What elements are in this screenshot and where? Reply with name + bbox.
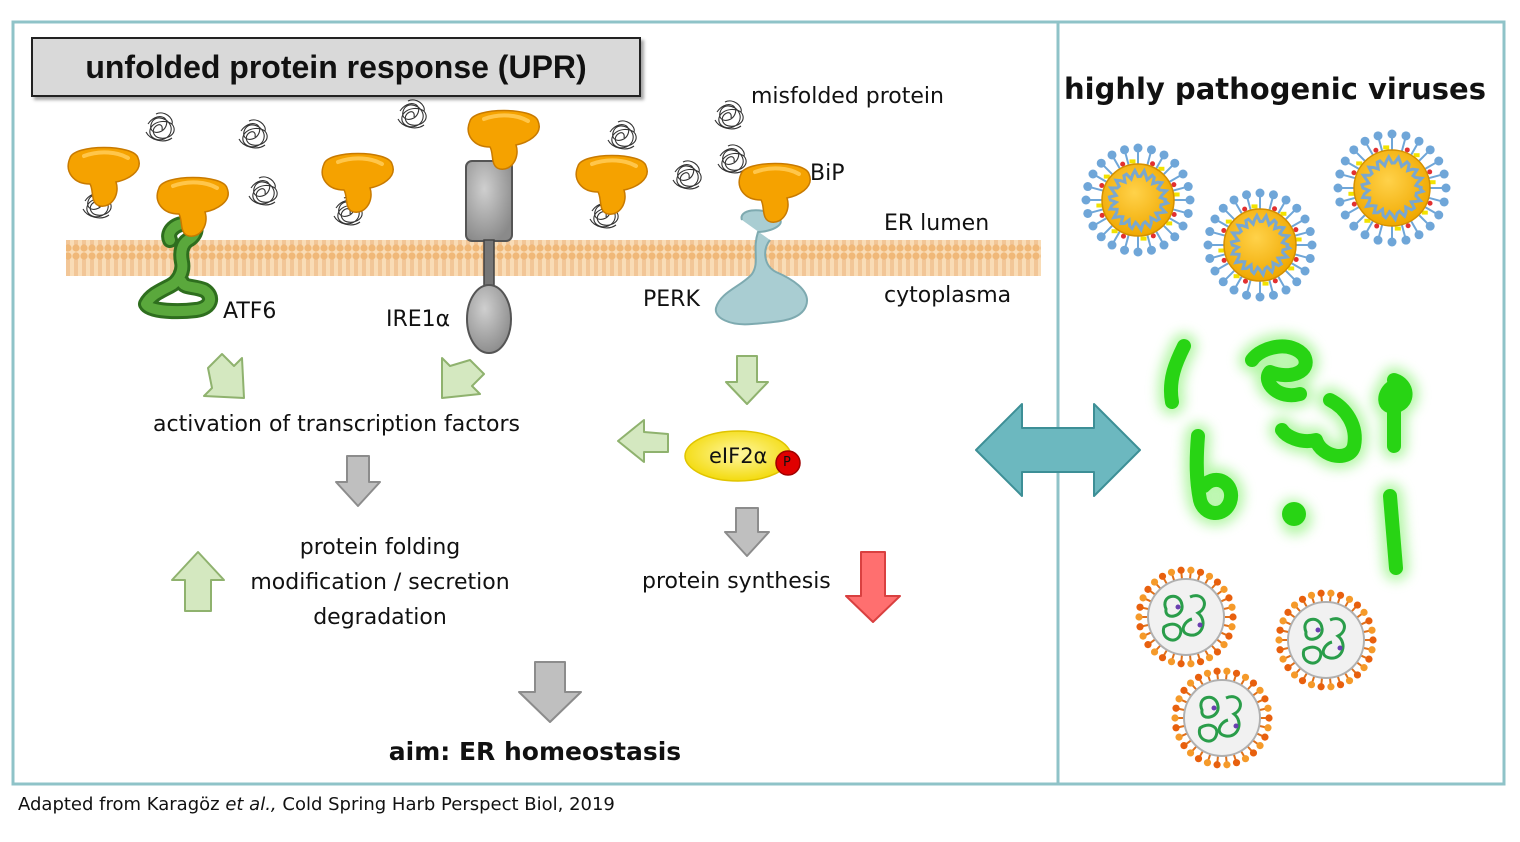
virus-spheres [1081,129,1451,302]
caption-prefix: Adapted from Karagöz [18,794,226,815]
virus-enveloped-particle [1275,589,1377,691]
label-misfolded-protein: misfolded protein [751,84,944,109]
label-phospho: P [783,455,791,470]
label-perk: PERK [643,287,700,312]
label-protein-folding: protein folding [299,535,461,560]
caption-suffix: Cold Spring Harb Perspect Biol, 2019 [276,794,615,815]
phospho-circle [775,450,801,476]
label-modification: modification / secretion [250,570,510,595]
virus-enveloped-particle [1171,667,1273,769]
label-degradation: degradation [313,605,447,630]
virus-sphere [1081,143,1195,257]
arrows-green [171,353,769,612]
filamentous-viruses [1158,333,1419,581]
label-ire1a: IRE1α [386,307,451,332]
arrow-red-down [845,551,901,623]
right-panel-title: highly pathogenic viruses [1064,72,1486,106]
label-cytoplasma: cytoplasma [884,283,1012,308]
double-arrow [975,403,1141,497]
er-membrane [66,240,1041,276]
virus-sphere [1333,129,1451,247]
virus-enveloped [1135,566,1377,769]
right-panel-frame [1056,20,1506,786]
label-bip: BiP [810,161,845,186]
label-eif2a: eIF2α [709,444,768,468]
label-atf6: ATF6 [223,299,277,324]
label-aim: aim: ER homeostasis [388,737,682,766]
arrows-gray [335,455,770,723]
ire1a-receptor [465,160,513,354]
perk-receptor [714,209,808,326]
caption-italic: et al., [225,794,277,815]
title-box: unfolded protein response (UPR) [31,37,641,97]
label-protein-synthesis: protein synthesis [642,569,831,594]
source-caption: Adapted from Karagöz et al., Cold Spring… [18,794,615,815]
label-activation: activation of transcription factors [153,412,520,437]
label-er-lumen: ER lumen [884,211,990,236]
page-title: unfolded protein response (UPR) [85,48,587,85]
virus-sphere [1203,188,1317,302]
virus-enveloped-particle [1135,566,1237,668]
